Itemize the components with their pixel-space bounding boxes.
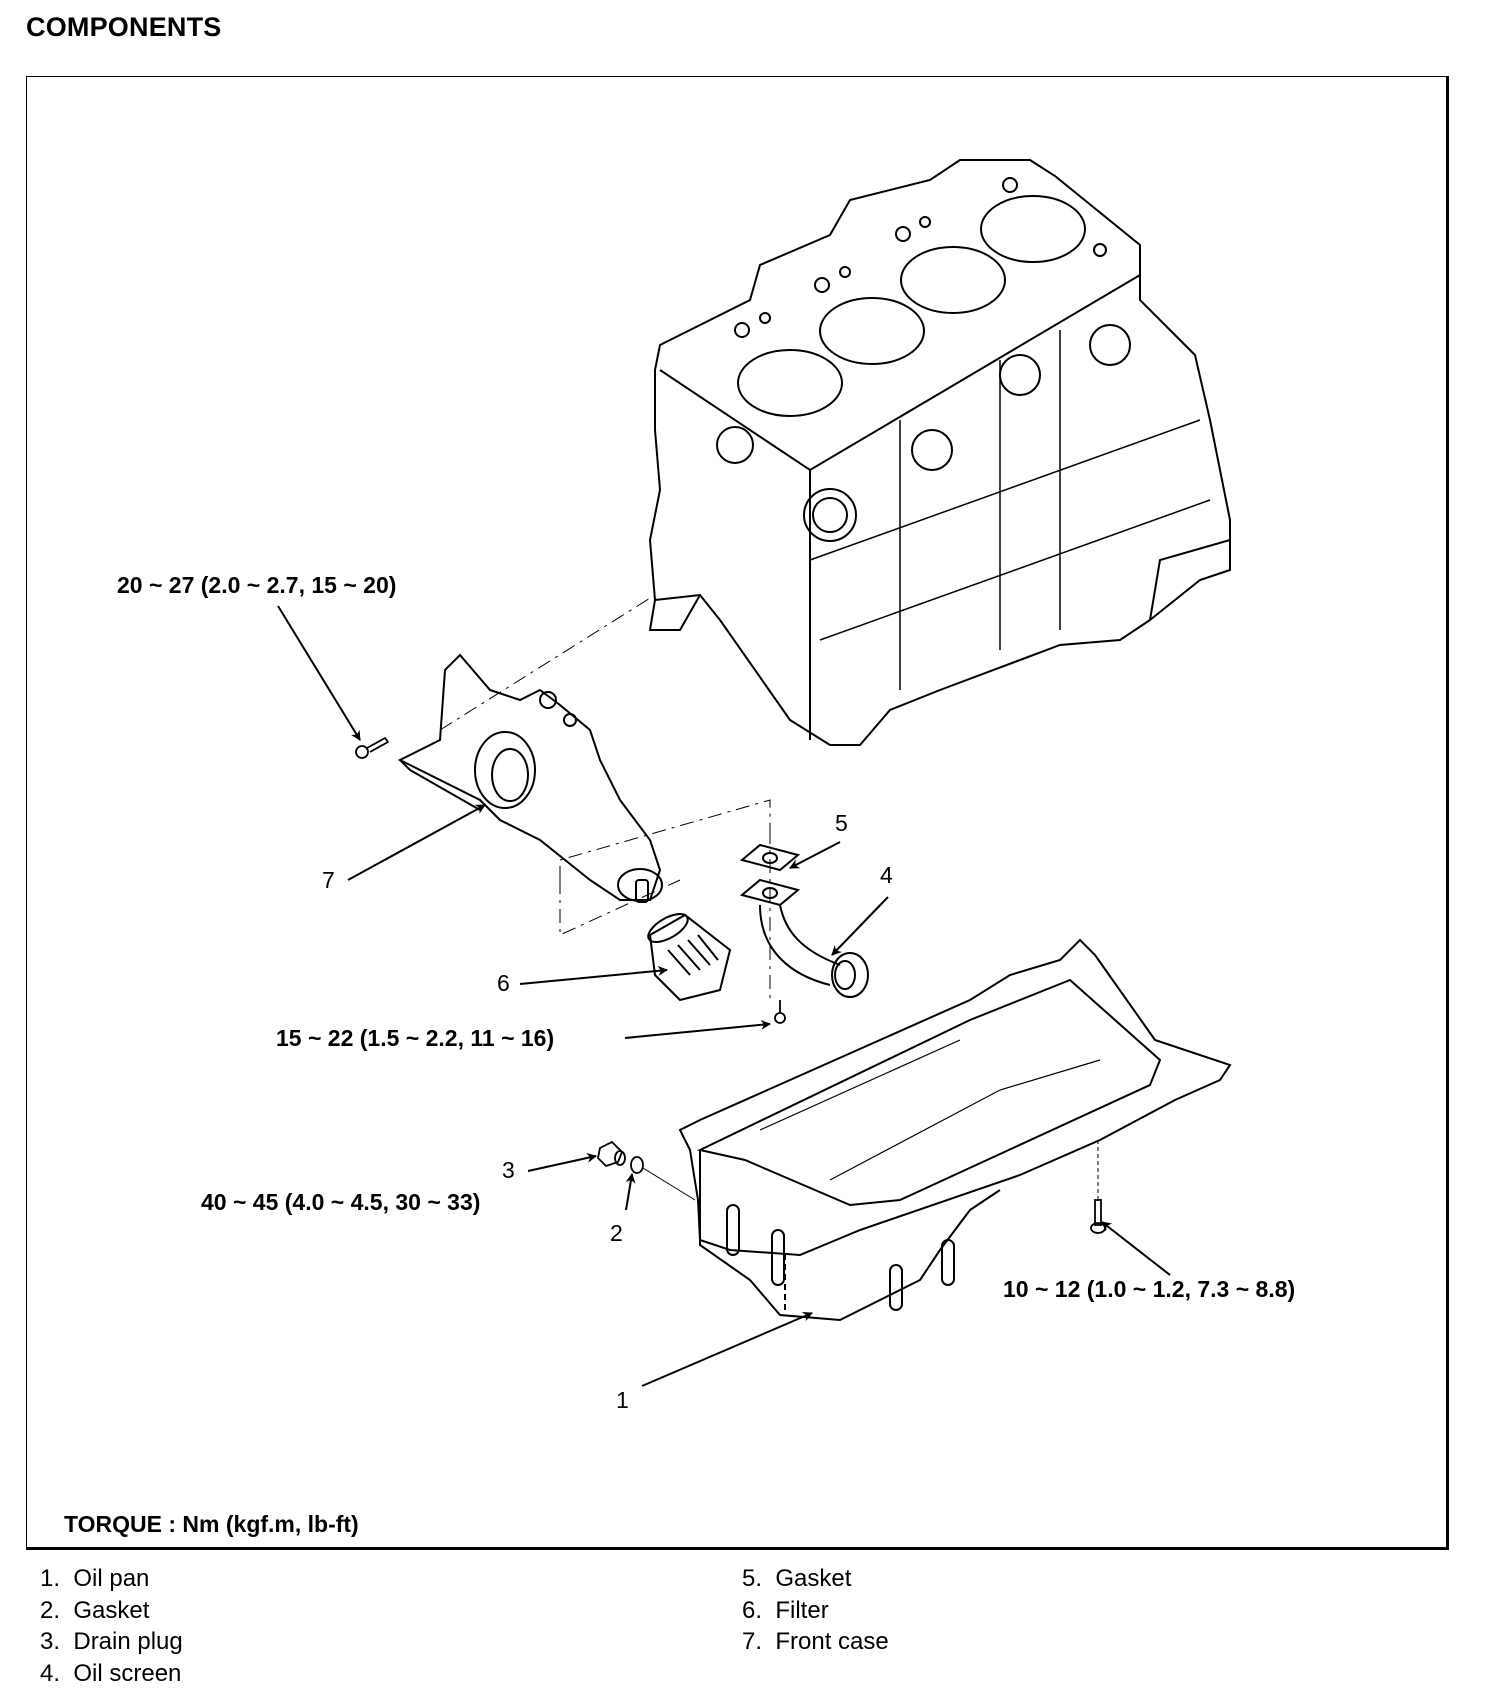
oil-screen-bolt-illustration (774, 1000, 786, 1024)
cylinder-block-illustration (648, 159, 1231, 746)
legend-item-label: Filter (775, 1597, 829, 1624)
filter-illustration (647, 913, 732, 1002)
legend-item-label: Oil screen (73, 1660, 182, 1687)
torque-callout-drain-plug: 40 ~ 45 (4.0 ~ 4.5, 30 ~ 33) (201, 1189, 481, 1215)
oil-pan-bolt-illustration (1090, 1140, 1106, 1234)
oil-pan-illustration (678, 938, 1232, 1322)
legend-item-number: 6. (742, 1597, 763, 1624)
torque-callout-oil-screen-bolt: 15 ~ 22 (1.5 ~ 2.2, 11 ~ 16) (276, 1025, 555, 1051)
torque-callout-front-case-bolt: 20 ~ 27 (2.0 ~ 2.7, 15 ~ 20) (117, 572, 397, 598)
legend-item-label: Front case (775, 1628, 889, 1655)
part-number-4: 4 (880, 862, 893, 888)
legend-item: 3. Drain plug (40, 1628, 183, 1656)
front-case-bolt-illustration (355, 736, 390, 759)
legend-item: 1. Oil pan (40, 1565, 149, 1593)
legend-item-label: Gasket (775, 1565, 852, 1592)
gasket-5-illustration (739, 843, 801, 872)
legend-item-label: Gasket (73, 1597, 150, 1624)
drain-plug-illustration (597, 1140, 626, 1168)
torque-unit-note: TORQUE : Nm (kgf.m, lb-ft) (64, 1511, 359, 1537)
legend-item: 5. Gasket (742, 1565, 851, 1593)
legend-item-label: Drain plug (73, 1628, 183, 1655)
diagram-frame (26, 76, 1449, 1550)
torque-callout-oil-pan-bolt: 10 ~ 12 (1.0 ~ 1.2, 7.3 ~ 8.8) (1003, 1276, 1296, 1302)
part-number-6: 6 (497, 970, 510, 996)
page-title: COMPONENTS (26, 12, 222, 42)
legend-item: 6. Filter (742, 1597, 829, 1625)
drain-gasket-illustration (630, 1156, 696, 1201)
legend-item: 2. Gasket (40, 1597, 149, 1625)
part-number-7: 7 (322, 867, 335, 893)
legend-item: 7. Front case (742, 1628, 889, 1656)
legend-item-number: 5. (742, 1565, 763, 1592)
legend-item-number: 2. (40, 1597, 61, 1624)
leader-lines (277, 605, 1171, 1387)
legend-item-number: 3. (40, 1628, 61, 1655)
alignment-lines (439, 594, 771, 1000)
part-number-5: 5 (835, 810, 848, 836)
legend-item-number: 1. (40, 1565, 61, 1592)
legend-item: 4. Oil screen (40, 1660, 181, 1688)
legend-item-number: 4. (40, 1660, 61, 1687)
part-number-2: 2 (610, 1220, 623, 1246)
legend-item-number: 7. (742, 1628, 763, 1655)
oil-screen-illustration (739, 878, 869, 998)
front-case-illustration (397, 653, 663, 903)
part-number-3: 3 (502, 1157, 515, 1183)
part-number-1: 1 (616, 1387, 629, 1413)
legend-item-label: Oil pan (73, 1565, 150, 1592)
